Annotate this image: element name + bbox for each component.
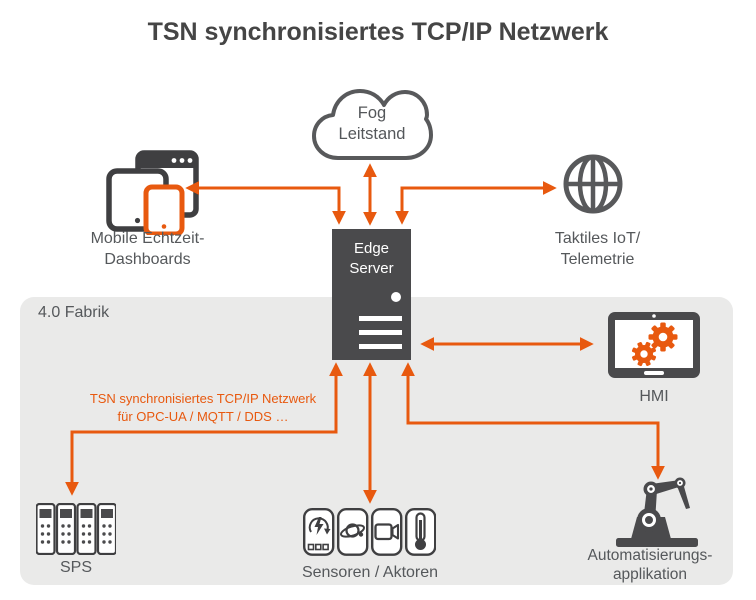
factory-zone-label: 4.0 Fabrik (38, 304, 110, 321)
tsn-network-note: TSN synchronisiertes TCP/IP Netzwerk für… (78, 390, 328, 425)
sps-node-label: SPS (59, 559, 92, 576)
server-slot-bar (359, 344, 402, 349)
edge-server-label-line1: Edge (353, 240, 390, 257)
arrow-iot-edgeserver (395, 181, 557, 225)
energy-meter-icon (303, 508, 335, 556)
cloud-label-line1: Fog (357, 104, 387, 122)
mobile-label-line1: Mobile Echtzeit- (90, 230, 205, 247)
cloud-label-line2: Leitstand (338, 125, 406, 143)
mobile-label-line2: Dashboards (104, 251, 191, 268)
server-slot-bar (359, 330, 402, 335)
mobile-node-label: Mobile Echtzeit- Dashboards (60, 228, 235, 270)
thermometer-icon (405, 508, 436, 556)
iot-node-label: Taktiles IoT/ Telemetrie (520, 228, 675, 270)
iot-label-line2: Telemetrie (560, 251, 635, 268)
plc-modules-icon (36, 503, 116, 555)
page-title: TSN synchronisiertes TCP/IP Netzwerk (147, 18, 609, 46)
gear-icon (648, 322, 678, 352)
tsn-note-line1: TSN synchronisiertes TCP/IP Netzwerk (89, 391, 317, 406)
arrow-mobile-edgeserver (185, 181, 346, 225)
cloud-node-label: Fog Leitstand (310, 103, 434, 145)
mobile-devices-icon (106, 150, 199, 235)
cloud-icon (312, 89, 433, 160)
automation-node-label: Automatisierungs- applikation (585, 547, 715, 584)
edge-server-label-line2: Server (349, 260, 394, 277)
server-power-dot (391, 292, 401, 302)
hmi-node-label: HMI (639, 388, 669, 405)
automation-label-line1: Automatisierungs- (587, 547, 713, 564)
video-camera-icon (371, 508, 403, 556)
edge-server-box: Edge Server (332, 229, 411, 360)
sensors-node-label: Sensoren / Aktoren (301, 564, 439, 581)
sensors-actuators-icon (303, 508, 436, 556)
iot-label-line1: Taktiles IoT/ (554, 230, 641, 247)
edge-server-label: Edge Server (332, 239, 411, 279)
server-slot-bar (359, 316, 402, 321)
automation-label-line2: applikation (612, 565, 688, 583)
robot-arm-icon (616, 477, 698, 547)
gyroscope-icon (337, 508, 369, 556)
tsn-note-line2: für OPC-UA / MQTT / DDS … (117, 408, 289, 424)
globe-icon (563, 154, 623, 214)
hmi-tablet-icon (608, 312, 700, 378)
